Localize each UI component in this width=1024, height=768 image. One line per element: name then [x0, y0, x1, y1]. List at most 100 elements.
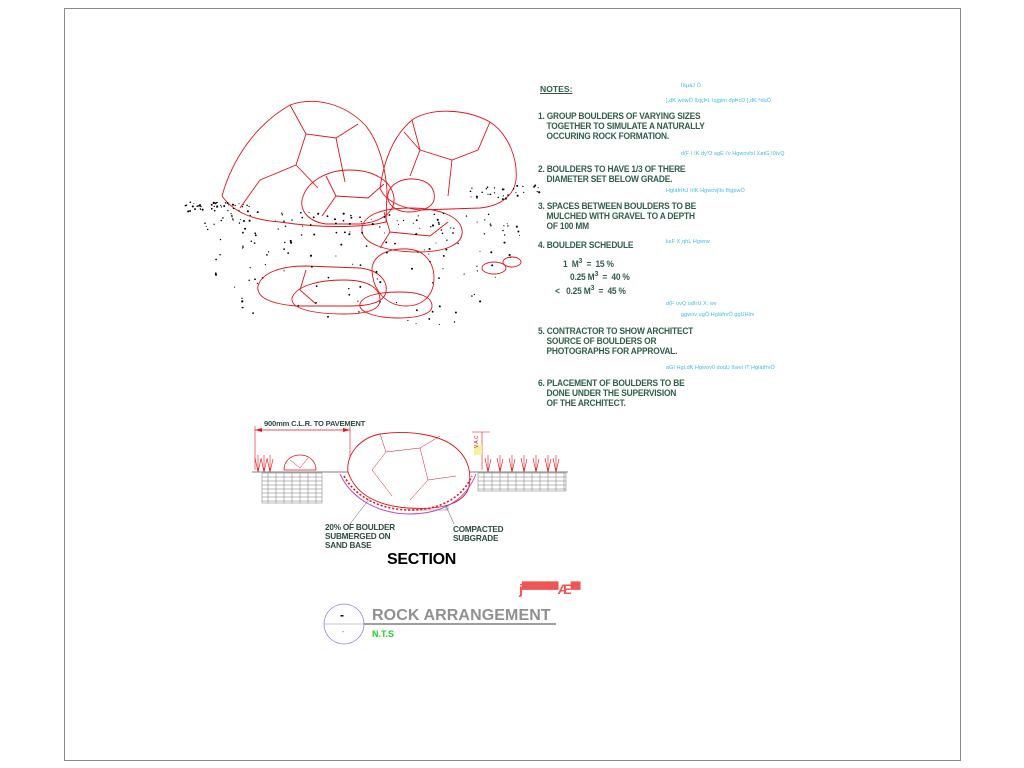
gravel-dot: [436, 218, 439, 221]
gravel-dot: [222, 217, 224, 219]
gravel-dot: [327, 315, 329, 318]
schedule-sup: 3: [594, 270, 599, 279]
gravel-dot: [243, 220, 245, 222]
gravel-dot: [234, 204, 236, 207]
gravel-dot: [220, 206, 223, 208]
note-line: 6. PLACEMENT OF BOULDERS TO BE: [538, 377, 685, 389]
gravel-dot: [433, 213, 436, 216]
gravel-dot: [479, 250, 481, 252]
cyan-annotation: aGI Hgl,dK Hgwov0 doqU ßwvl IT HglätfrvÖ: [666, 365, 775, 371]
gravel-dot: [502, 229, 504, 232]
gravel-dot: [431, 310, 434, 313]
gravel-dot: [302, 225, 304, 227]
gravel-dot: [483, 233, 486, 235]
gravel-dot: [412, 222, 414, 224]
section-rock-main: [347, 432, 471, 509]
gravel-dot: [479, 300, 482, 303]
gravel-dot: [423, 249, 425, 251]
gravel-dot: [445, 248, 448, 251]
gravel-dot: [446, 239, 448, 241]
gravel-dot: [450, 227, 452, 229]
gravel-dot: [415, 309, 418, 312]
gravel-dot: [254, 232, 257, 235]
gravel-dot: [315, 301, 317, 304]
boulder-large-left: [221, 100, 388, 227]
gravel-dot: [348, 233, 351, 236]
gravel-dot: [193, 203, 195, 205]
gravel-dot: [431, 282, 434, 284]
label-line: COMPACTED: [453, 525, 504, 534]
label-line: SAND BASE: [325, 541, 372, 550]
gravel-dot: [359, 264, 362, 266]
gravel-dot: [232, 218, 234, 220]
gravel-dot: [246, 210, 249, 213]
schedule-size: 1: [563, 258, 568, 270]
gravel-dot: [342, 219, 345, 222]
section-title: SECTION: [387, 551, 457, 568]
gravel-dot: [435, 242, 437, 244]
gravel-dot: [453, 227, 455, 229]
gravel-dot: [442, 268, 444, 270]
cyan-annotation: HgläfrIhJ IrlK Hgwovjllo fhgpwÖ: [666, 188, 745, 194]
cyan-annotation: ],dK wowÖ ßqçÞL Iqjgim dpÞcD ],dK ªduÖ: [666, 98, 772, 104]
gravel-dot: [191, 205, 194, 208]
gravel-dot: [493, 192, 496, 194]
gravel-dot: [523, 191, 525, 194]
gravel-dot: [350, 216, 353, 219]
gravel-dot: [517, 230, 520, 233]
gravel-dot: [376, 278, 378, 280]
cyan-annotation: d(F I IK dy'O agE i'v Hgwovfxl XøtG I0ìv…: [681, 151, 785, 157]
schedule-eq: =: [598, 285, 604, 297]
gravel-dot: [385, 251, 388, 254]
gravel-dot: [199, 208, 201, 210]
gravel-dot: [309, 223, 312, 226]
gravel-dot: [206, 228, 209, 231]
note-item-4: 4. BOULDER SCHEDULE: [538, 239, 634, 251]
gravel-dot: [428, 317, 431, 320]
gravel-dot: [506, 223, 508, 225]
gravel-dot: [388, 214, 391, 216]
gravel-dot: [384, 232, 386, 234]
gravel-dot: [359, 216, 361, 219]
gravel-dot: [220, 219, 223, 222]
cyan-annotation: ksF X¸qhL Hgwrw: [666, 239, 710, 245]
gravel-dot: [340, 243, 343, 246]
note-line: OF 100 MM: [538, 220, 590, 232]
title-stamp: j▀▀▀▀Æ▀: [519, 581, 580, 597]
gravel-dot: [248, 279, 250, 281]
gravel-dot: [394, 242, 396, 245]
gravel-dot: [410, 267, 414, 270]
gravel-dot: [297, 304, 300, 307]
gravel-dot: [487, 193, 489, 195]
vertical-dimension-label: V.A.C: [474, 435, 480, 448]
gravel-dot: [431, 224, 435, 227]
gravel-dot: [504, 197, 507, 200]
gravel-dot: [199, 204, 201, 206]
drawing-title: ROCK ARRANGEMENT: [372, 607, 551, 624]
gravel-dot: [428, 253, 430, 255]
gravel-dot: [396, 220, 398, 222]
drawing-sheet-border: [64, 8, 961, 761]
grass-tufts: [254, 455, 560, 473]
gravel-dot: [244, 227, 247, 230]
schedule-row-3: < 0.25 M3 = 45 %: [555, 285, 626, 296]
note-line: 5. CONTRACTOR TO SHOW ARCHITECT: [538, 325, 694, 337]
gravel-dot: [232, 207, 235, 210]
gravel-dot: [220, 204, 222, 206]
gravel-dot: [538, 191, 541, 194]
gravel-dot: [301, 216, 304, 219]
note-line: SOURCE OF BOULDERS OR: [538, 335, 657, 347]
gravel-dot: [256, 211, 259, 214]
gravel-dot: [487, 213, 490, 216]
sheet-number: -: [342, 629, 345, 636]
gravel-dot: [283, 270, 285, 272]
gravel-dot: [440, 229, 443, 231]
gravel-dot: [441, 232, 444, 235]
gravel-dot: [250, 240, 253, 243]
gravel-dot: [379, 281, 382, 284]
schedule-prefix: <: [555, 285, 560, 297]
gravel-dot: [200, 205, 202, 208]
gravel-dot: [536, 190, 538, 193]
gravel-dot: [348, 222, 351, 225]
schedule-sup: 3: [578, 257, 583, 266]
